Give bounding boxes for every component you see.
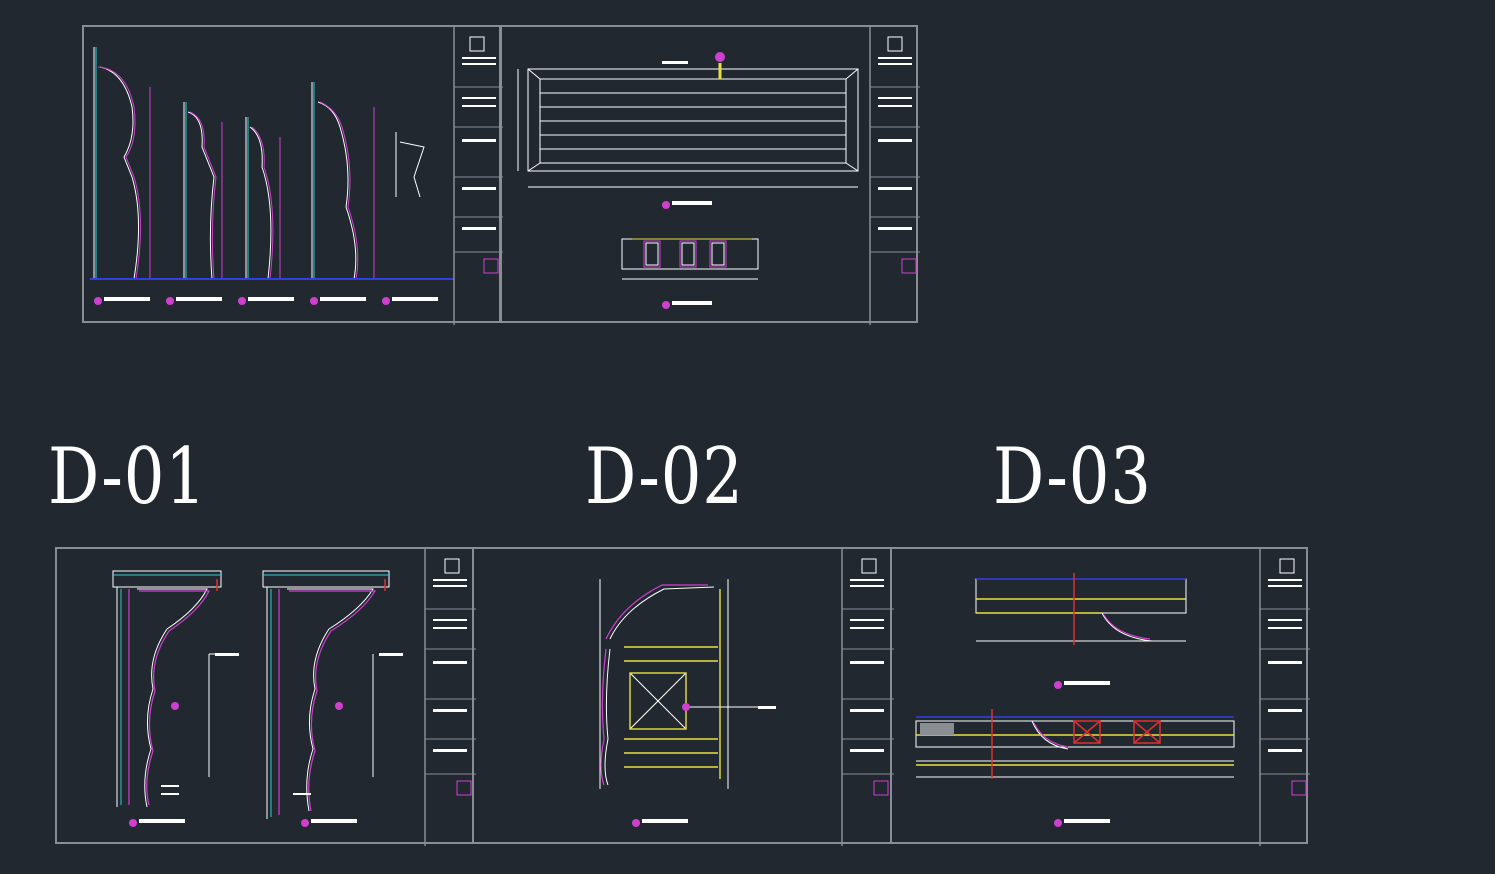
d02-drawing <box>599 549 894 846</box>
drawing-sheet-d01[interactable] <box>55 547 476 846</box>
drawing-sheet-d03[interactable] <box>890 547 1310 846</box>
d03-drawing <box>915 549 1310 846</box>
section-label-d03: D-03 <box>993 432 1152 522</box>
section-label-d01: D-01 <box>48 432 207 522</box>
section-label-d02: D-02 <box>585 432 744 522</box>
d01-drawing <box>112 549 476 846</box>
drawing-sheet-d02[interactable] <box>472 547 894 846</box>
drawing-sheet-panel[interactable] <box>500 25 920 325</box>
panel-drawing <box>517 27 920 325</box>
profiles-drawing <box>90 27 503 325</box>
drawing-sheet-profiles[interactable] <box>82 25 503 325</box>
